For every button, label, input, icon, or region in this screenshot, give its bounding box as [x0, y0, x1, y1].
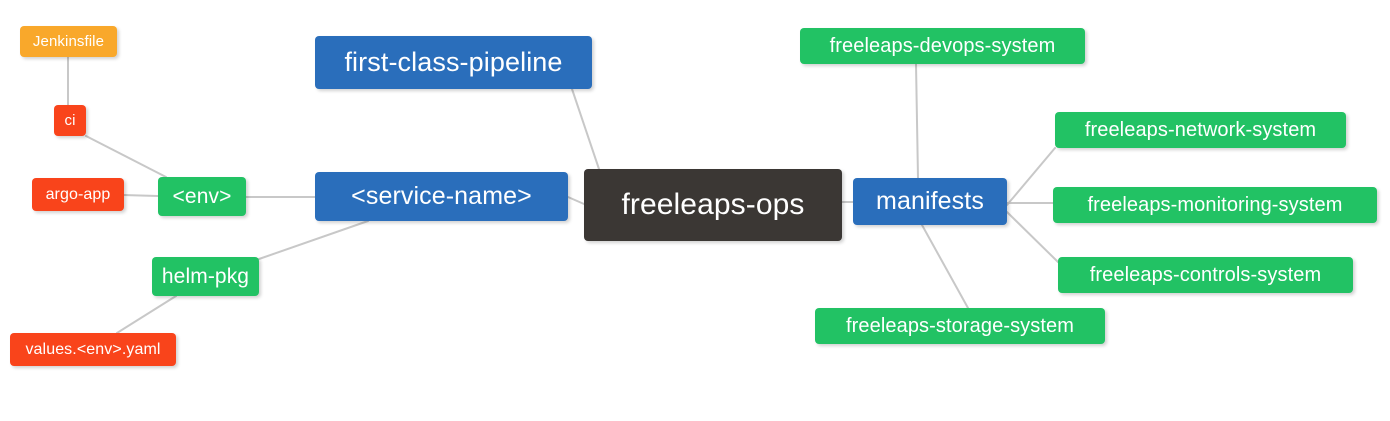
edge-env-to-argo-app: [123, 194, 159, 197]
node-freeleaps-storage-system[interactable]: freeleaps-storage-system: [815, 308, 1105, 344]
node-jenkinsfile[interactable]: Jenkinsfile: [20, 26, 117, 57]
edge-helm-pkg-to-values-yaml: [116, 295, 177, 334]
edge-manifests-to-freeleaps-storage-system: [921, 224, 969, 309]
node-manifests[interactable]: manifests: [853, 178, 1007, 225]
edge-manifests-to-freeleaps-network-system: [1006, 147, 1056, 206]
node-helm-pkg[interactable]: helm-pkg: [152, 257, 259, 296]
edge-freeleaps-ops-to-service-name: [567, 196, 585, 205]
node-argo-app[interactable]: argo-app: [32, 178, 124, 211]
node-first-class-pipeline[interactable]: first-class-pipeline: [315, 36, 592, 89]
node-freeleaps-network-system[interactable]: freeleaps-network-system: [1055, 112, 1346, 148]
node-freeleaps-ops[interactable]: freeleaps-ops: [584, 169, 842, 241]
edge-freeleaps-ops-to-first-class-pipeline: [571, 88, 601, 173]
node-freeleaps-monitoring-system[interactable]: freeleaps-monitoring-system: [1053, 187, 1377, 223]
node-freeleaps-controls-system[interactable]: freeleaps-controls-system: [1058, 257, 1353, 293]
edge-manifests-to-freeleaps-devops-system: [915, 63, 919, 179]
edge-manifests-to-freeleaps-controls-system: [1006, 211, 1059, 263]
node-service-name[interactable]: <service-name>: [315, 172, 568, 221]
node-env[interactable]: <env>: [158, 177, 246, 216]
node-freeleaps-devops-system[interactable]: freeleaps-devops-system: [800, 28, 1085, 64]
edge-env-to-ci: [85, 135, 167, 178]
node-ci[interactable]: ci: [54, 105, 86, 136]
node-values-yaml[interactable]: values.<env>.yaml: [10, 333, 176, 366]
edge-service-name-to-helm-pkg: [258, 220, 369, 260]
